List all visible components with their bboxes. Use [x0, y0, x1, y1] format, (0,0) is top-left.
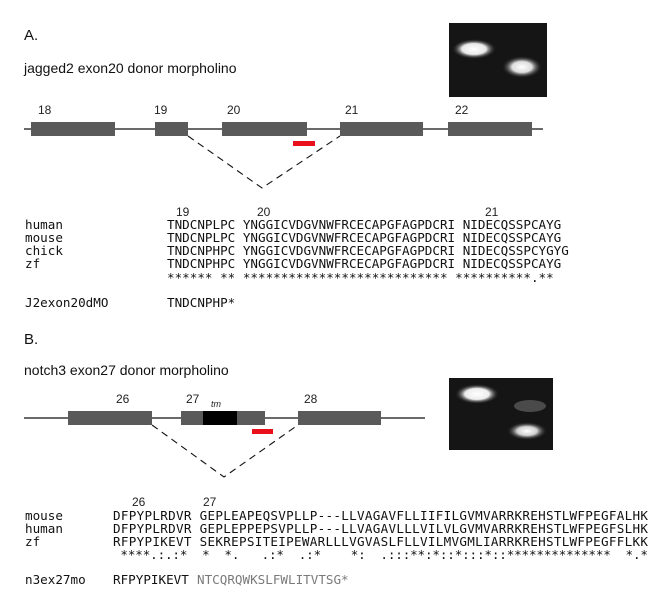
morpholino-bar-b [252, 429, 273, 434]
exon-20: 20 [222, 103, 307, 136]
conservation-line: ****** ** *************************** **… [167, 270, 554, 285]
alignment-b: 26 27 mouse DFPYPLRDVR GEPLEAPEQSVPLLP--… [25, 495, 648, 587]
morpholino-bar-a [293, 141, 315, 146]
panel-a-label: A. [24, 27, 38, 44]
morphant-name: J2exon20dMO [25, 295, 108, 310]
exon-27: 27 tm [181, 392, 265, 425]
exon-26: 26 [68, 392, 152, 425]
exon-22: 22 [448, 103, 532, 136]
morphant-name: n3ex27mo [25, 572, 86, 587]
morphant-sequence: RFPYPIKEVT [113, 572, 189, 587]
species-name: human [25, 217, 63, 232]
sequence: TNDCNPLPC YNGGICVDGVNWFRCECAPGFAGPDCRI N… [167, 230, 561, 245]
exon-19: 19 [154, 103, 188, 136]
exon-label: 18 [38, 103, 52, 117]
exon-label: 22 [455, 103, 469, 117]
sequence: RFPYPIKEVT SEKREPSITEIPEWARLLLVGVASLFLLV… [113, 534, 648, 549]
exon-skip-line-b [151, 424, 299, 478]
exon-label: 21 [345, 103, 359, 117]
species-name: mouse [25, 230, 63, 245]
exon-label: 27 [186, 392, 200, 406]
panel-b: B. notch3 exon27 donor morpholino 26 27 … [24, 331, 648, 587]
align-exon-label: 21 [485, 205, 499, 219]
morphant-sequence: TNDCNPHP* [167, 295, 235, 310]
align-exon-label: 19 [176, 205, 190, 219]
exon-label: 20 [227, 103, 241, 117]
transmembrane-domain [203, 411, 237, 425]
panel-b-title: notch3 exon27 donor morpholino [24, 362, 229, 378]
exon-label: 28 [304, 392, 318, 406]
morphant-readthrough: NTCQRQWKSLFWLITVTSG* [197, 572, 349, 587]
gel-image-a [449, 23, 547, 97]
sequence: TNDCNPHPC YNGGICVDGVNWFRCECAPGFAGPDCRI N… [167, 256, 561, 271]
sequence: DFPYPLRDVR GEPLEPPEPSVPLLP---LLVAGAVLLLV… [113, 521, 648, 536]
exon-label: 19 [154, 103, 168, 117]
sequence: TNDCNPLPC YNGGICVDGVNWFRCECAPGFAGPDCRI N… [167, 217, 561, 232]
species-name: mouse [25, 508, 63, 523]
exon-18: 18 [31, 103, 115, 136]
align-exon-label: 27 [203, 495, 217, 509]
species-name: zf [25, 534, 40, 549]
tm-label: tm [211, 399, 222, 409]
panel-b-label: B. [24, 331, 38, 348]
exon-label: 26 [116, 392, 130, 406]
alignment-a: 19 20 21 human TNDCNPLPC YNGGICVDGVNWFRC… [25, 205, 569, 310]
exon-21: 21 [340, 103, 423, 136]
panel-a-title: jagged2 exon20 donor morpholino [23, 60, 237, 76]
species-name: zf [25, 256, 40, 271]
exon-skip-line-a [187, 135, 341, 189]
conservation-line: ****.:.:* * *. .:* .:* *: .:::**:*::*:::… [113, 547, 648, 562]
sequence: DFPYPLRDVR GEPLEAPEQSVPLLP---LLVAGAVFLLI… [113, 508, 648, 523]
align-exon-label: 26 [132, 495, 146, 509]
align-exon-label: 20 [257, 205, 271, 219]
panel-a: A. jagged2 exon20 donor morpholino 18 19… [23, 23, 569, 310]
gel-image-b [449, 378, 553, 450]
sequence: TNDCNPHPC YNGGICVDGVNWFRCECAPGFAGPDCRI N… [167, 243, 569, 258]
exon-28: 28 [298, 392, 381, 425]
species-name: chick [25, 243, 63, 258]
species-name: human [25, 521, 63, 536]
